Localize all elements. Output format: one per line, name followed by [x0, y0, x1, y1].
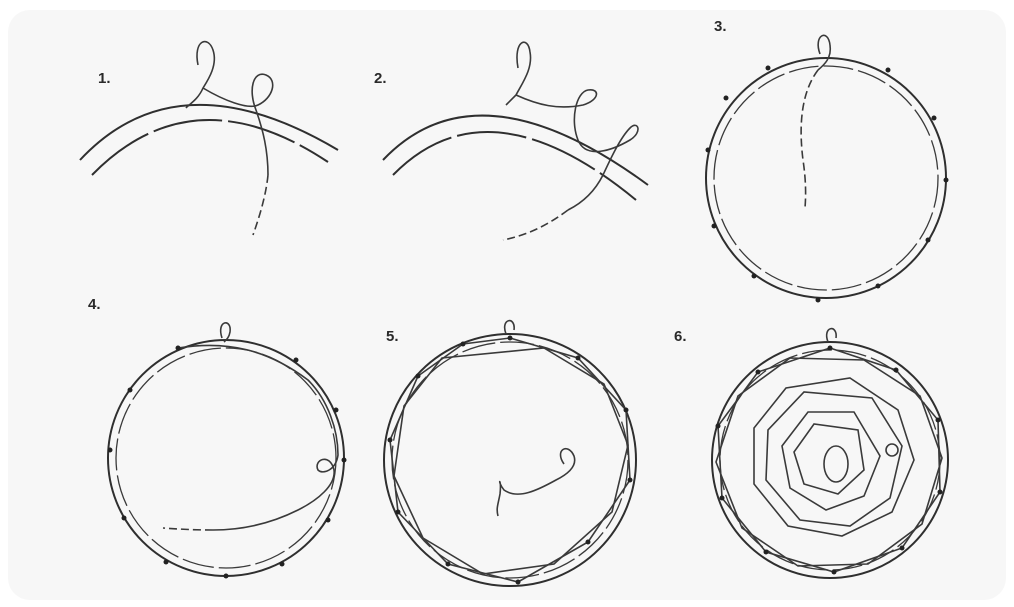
step-4-illustration — [68, 280, 368, 600]
step-4: 4. — [68, 280, 368, 600]
step-3: 3. — [688, 10, 1006, 310]
step-6: 6. — [658, 280, 1006, 600]
step-5: 5. — [368, 280, 658, 600]
step-1: 1. — [8, 10, 338, 270]
step-3-illustration — [688, 10, 1006, 310]
step-5-illustration — [368, 280, 658, 600]
step-6-illustration — [658, 280, 1006, 600]
step-2-illustration — [338, 10, 678, 270]
step-2: 2. — [338, 10, 678, 270]
instructions-card: 1. 2. 3. — [8, 10, 1006, 600]
step-1-illustration — [8, 10, 338, 270]
